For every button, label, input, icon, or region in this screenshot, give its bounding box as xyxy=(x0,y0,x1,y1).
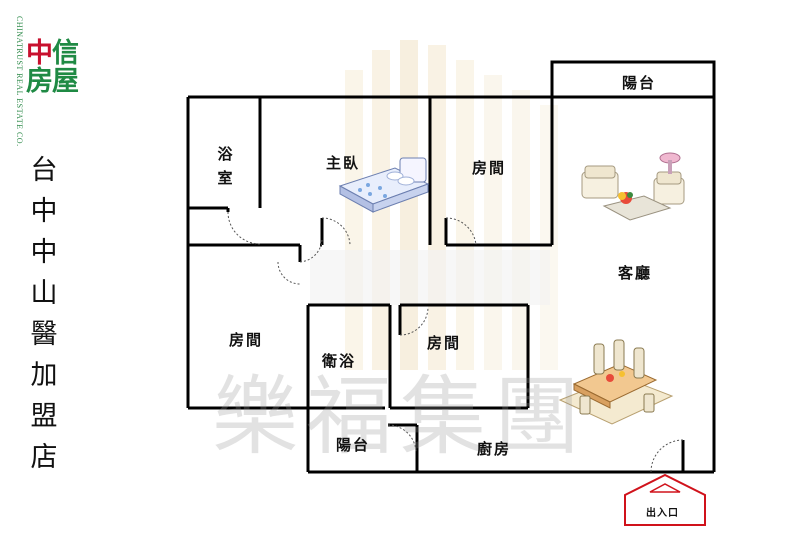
title-char: 店 xyxy=(30,442,58,473)
walls xyxy=(186,60,716,474)
store-title: 台 中 中 山 醫 加 盟 店 xyxy=(26,150,62,478)
room-label-master-bath: 浴 室 xyxy=(215,142,235,190)
room-label-living: 客廳 xyxy=(618,264,653,282)
entrance-arrow-icon xyxy=(624,473,706,526)
title-char: 醫 xyxy=(30,319,58,350)
room-label-balcony-bottom: 陽台 xyxy=(336,436,371,454)
brand-logo: 中信 房屋 xyxy=(26,40,92,96)
brand-zh-rest: 信 xyxy=(52,38,79,69)
title-char: 中 xyxy=(30,196,58,227)
watermark-text: 樂福集團 xyxy=(212,367,588,467)
title-char: 加 xyxy=(30,360,58,391)
entrance-label: 出入口 xyxy=(646,508,679,519)
brand-zh-first: 中 xyxy=(26,38,53,69)
title-char: 盟 xyxy=(30,401,58,432)
door-swings xyxy=(227,211,684,473)
room-label-balcony-top: 陽台 xyxy=(622,74,657,92)
bed-icon xyxy=(338,157,430,213)
brand-name-en: CHINATRUST REAL ESTATE CO. xyxy=(15,16,24,147)
room-label-bedroom-mid: 房間 xyxy=(427,334,462,352)
sofa-set-icon xyxy=(581,152,685,221)
watermark-building xyxy=(310,40,558,370)
room-label-bedroom-left: 房間 xyxy=(229,331,264,349)
brand-zh-line2: 房屋 xyxy=(26,66,79,97)
room-label-bathroom: 衛浴 xyxy=(322,352,357,370)
room-char: 室 xyxy=(217,169,233,187)
title-char: 山 xyxy=(30,278,58,309)
room-label-bedroom-top: 房間 xyxy=(472,159,507,177)
room-label-kitchen: 廚房 xyxy=(477,440,512,458)
title-char: 台 xyxy=(30,155,58,186)
dining-set-icon xyxy=(558,339,674,425)
room-char: 浴 xyxy=(217,145,233,163)
title-char: 中 xyxy=(30,237,58,268)
room-label-master-bedroom: 主臥 xyxy=(326,154,361,172)
